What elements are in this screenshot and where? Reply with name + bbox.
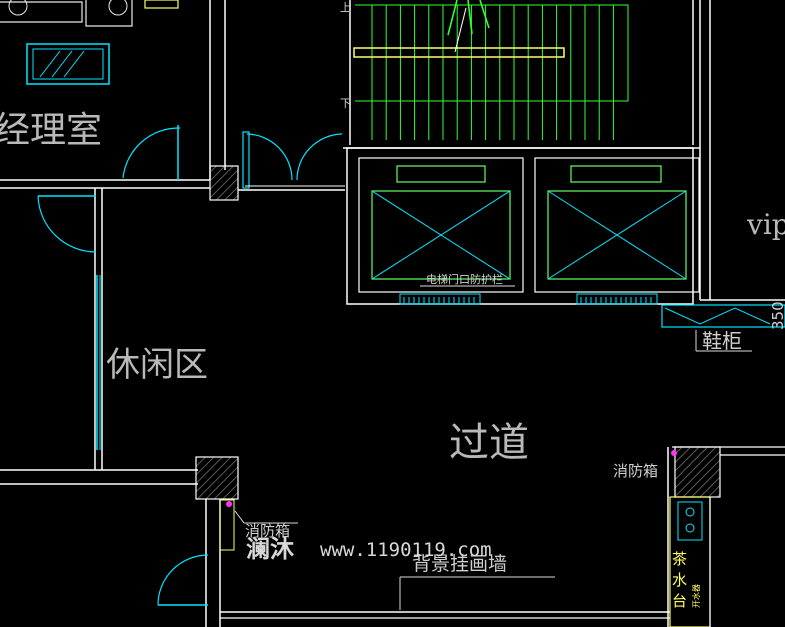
elevator-block: [346, 147, 700, 305]
manager-office-area: [0, 0, 226, 189]
column: [209, 165, 239, 201]
label-stair-up: 上: [340, 1, 351, 14]
lower-room: [157, 499, 670, 627]
label-stair-down: 下: [340, 97, 351, 110]
label-tea-note: 开水器: [691, 584, 701, 608]
shoe-cabinet: [661, 304, 785, 352]
office-door-swing: [122, 127, 181, 179]
watermark-site: www.1190119.com: [320, 539, 492, 561]
lounge-area: [0, 188, 198, 485]
label-tea-char-1: 茶: [672, 550, 687, 568]
stairwell: [343, 0, 700, 149]
label-tea-char-2: 水: [672, 571, 687, 589]
coffee-table: [26, 43, 110, 85]
lounge-door-swing: [37, 195, 97, 253]
stair-handrail: [353, 47, 565, 58]
label-vip: vip: [746, 208, 785, 241]
label-fire-box-right: 消防箱: [613, 462, 658, 480]
column-tea: [674, 446, 721, 498]
tea-station: [667, 446, 785, 627]
watermark-brand: 澜沐: [246, 535, 294, 563]
elevator-left: [358, 157, 524, 305]
label-fire-box-left: 消防箱: [245, 522, 290, 540]
label-manager-office: 经理室: [0, 110, 102, 151]
stair-double-door: [242, 131, 345, 189]
label-dimension: 350: [769, 301, 785, 330]
label-corridor: 过道: [449, 420, 529, 466]
elevator-right: [534, 157, 700, 305]
label-tea-char-3: 台: [672, 592, 687, 610]
label-background-wall: 背景挂画墙: [412, 553, 507, 575]
label-shoe-cabinet: 鞋柜: [702, 329, 742, 353]
column-lower: [195, 456, 239, 500]
label-lounge: 休闲区: [106, 345, 208, 385]
label-elevator-note: 电梯门口防护栏: [426, 272, 503, 286]
